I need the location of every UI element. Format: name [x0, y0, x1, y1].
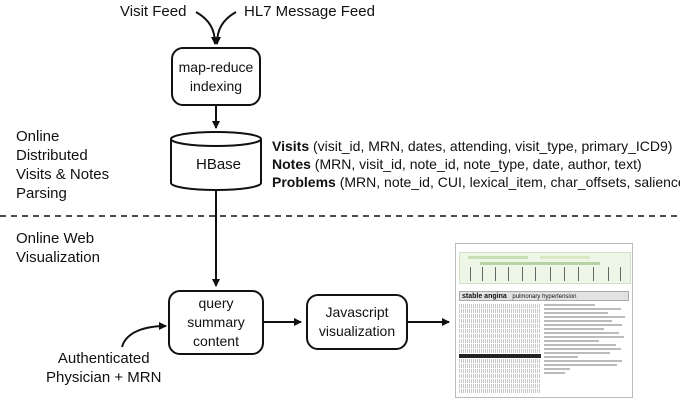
visit-feed-label: Visit Feed — [120, 3, 187, 20]
schema-problems-fields: (MRN, note_id, CUI, lexical_item, char_o… — [335, 174, 680, 190]
section-online-web-l2: Visualization — [16, 249, 100, 266]
visit-feed-arrow — [195, 11, 219, 45]
screenshot-search-bar: stable angina pulmonary hypertension — [459, 291, 629, 301]
schema-visits: Visits (visit_id, MRN, dates, attending,… — [272, 137, 672, 156]
map-reduce-box: map-reduce indexing — [171, 47, 261, 106]
schema-problems-name: Problems — [272, 174, 336, 190]
schema-notes-name: Notes — [272, 156, 311, 172]
query-line3: content — [193, 333, 239, 349]
query-line2: summary — [187, 314, 245, 330]
physician-line2: Physician + MRN — [46, 369, 162, 386]
schema-visits-fields: (visit_id, MRN, dates, attending, visit_… — [309, 138, 673, 154]
screenshot-note-text — [544, 304, 629, 396]
schema-problems: Problems (MRN, note_id, CUI, lexical_ite… — [272, 173, 680, 192]
physician-line1: Authenticated — [57, 350, 150, 367]
schema-notes-fields: (MRN, visit_id, note_id, note_type, date… — [310, 156, 642, 172]
section-online-web-l1: Online Web — [16, 230, 95, 247]
physician-label: Authenticated Physician + MRN — [46, 349, 161, 387]
map-reduce-line2: indexing — [189, 77, 243, 94]
section-online-web: Online Web Visualization — [16, 229, 100, 267]
section-online-parsing-l2: Distributed — [16, 147, 88, 164]
map-reduce-line1: map-reduce — [178, 58, 254, 75]
screenshot-search-rest: pulmonary hypertension — [512, 294, 577, 300]
section-online-parsing: Online Distributed Visits & Notes Parsin… — [16, 127, 109, 203]
screenshot-search-term: stable angina — [462, 293, 507, 300]
schema-visits-name: Visits — [272, 138, 310, 154]
query-line1: query — [198, 295, 234, 311]
hbase-label: HBase — [196, 156, 242, 173]
section-online-parsing-l3: Visits & Notes — [16, 166, 110, 183]
hl7-feed-label: HL7 Message Feed — [244, 3, 375, 20]
physician-to-query-arrow — [121, 322, 167, 348]
javascript-line1: Javascript — [325, 304, 389, 320]
hl7-feed-arrow — [213, 11, 237, 45]
section-online-parsing-l4: Parsing — [16, 185, 67, 202]
visualization-screenshot: stable angina pulmonary hypertension — [455, 243, 633, 398]
screenshot-timeline — [459, 252, 631, 284]
hbase-cylinder — [170, 131, 262, 191]
javascript-line2: visualization — [318, 323, 396, 339]
javascript-box: Javascript visualization — [306, 294, 408, 350]
section-online-parsing-l1: Online — [16, 128, 60, 145]
screenshot-note-list — [459, 304, 541, 396]
query-box: query summary content — [168, 290, 264, 355]
schema-notes: Notes (MRN, visit_id, note_id, note_type… — [272, 155, 642, 174]
